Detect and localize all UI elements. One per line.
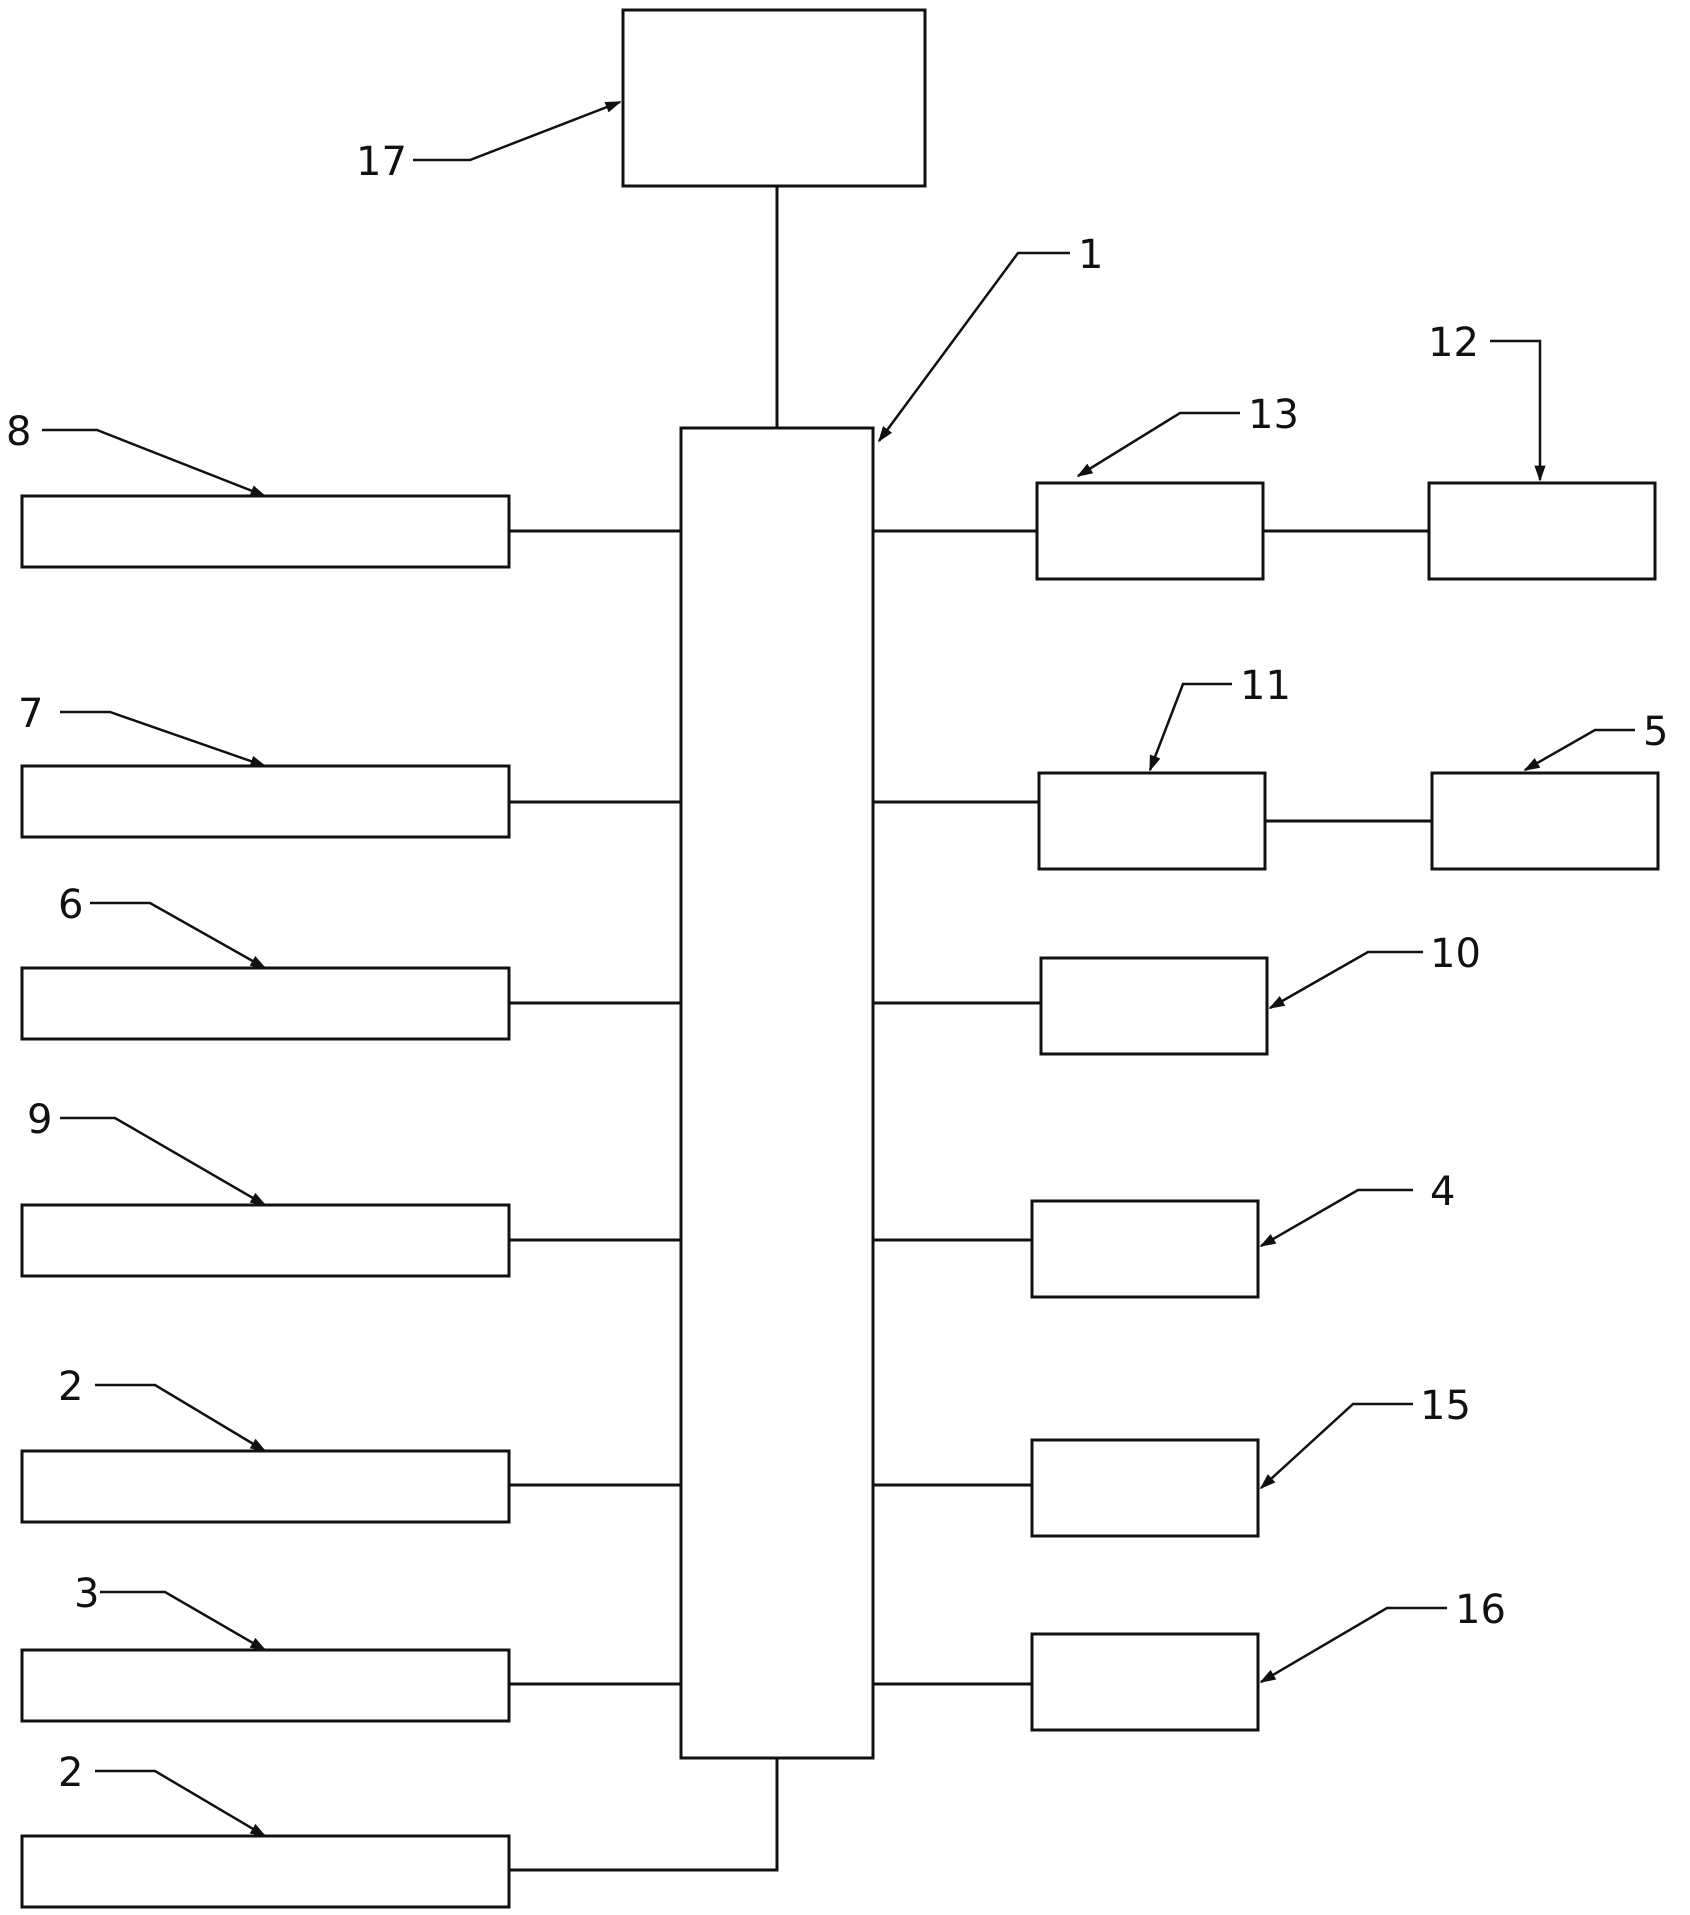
leader-3 <box>100 1590 267 1652</box>
leader-10 <box>1268 950 1423 1010</box>
leader-16 <box>1259 1606 1447 1684</box>
label-7: 7 <box>18 691 43 737</box>
box-13 <box>1035 481 1265 581</box>
leader-6 <box>90 901 267 970</box>
label-3: 3 <box>74 1571 99 1617</box>
label-10: 10 <box>1430 931 1481 977</box>
box-4 <box>1030 1199 1260 1299</box>
label-16: 16 <box>1455 1587 1506 1633</box>
leader-2-upper <box>95 1383 267 1453</box>
label-12: 12 <box>1428 320 1479 366</box>
leader-11 <box>1148 682 1232 772</box>
leader-1 <box>877 251 1070 443</box>
label-13: 13 <box>1248 392 1299 438</box>
leader-7 <box>60 710 267 768</box>
leader-9 <box>60 1116 267 1207</box>
wire-2-lower-to-1 <box>509 1758 779 1872</box>
label-1: 1 <box>1078 232 1103 278</box>
box-8 <box>20 494 511 569</box>
label-9: 9 <box>27 1097 52 1143</box>
box-9 <box>20 1203 511 1278</box>
leader-17 <box>413 100 622 162</box>
label-15: 15 <box>1420 1383 1471 1429</box>
box-10 <box>1039 956 1269 1056</box>
leader-4 <box>1259 1188 1413 1248</box>
label-17: 17 <box>356 139 407 185</box>
leader-12 <box>1490 339 1546 482</box>
label-5: 5 <box>1643 709 1668 755</box>
label-8: 8 <box>6 409 31 455</box>
box-2-upper <box>20 1449 511 1524</box>
box-16 <box>1030 1632 1260 1732</box>
label-6: 6 <box>58 882 83 928</box>
box-1-central-unit <box>679 426 875 1760</box>
label-2-lower: 2 <box>58 1750 83 1796</box>
box-17 <box>621 8 927 188</box>
leader-13 <box>1076 411 1240 478</box>
leader-15 <box>1259 1402 1413 1490</box>
label-4: 4 <box>1430 1169 1455 1215</box>
box-6 <box>20 966 511 1041</box>
box-7 <box>20 764 511 839</box>
box-2-lower <box>20 1834 511 1909</box>
leader-8 <box>42 428 267 498</box>
leader-2-lower <box>95 1769 267 1838</box>
label-2-upper: 2 <box>58 1364 83 1410</box>
label-11: 11 <box>1240 663 1291 709</box>
box-11 <box>1037 771 1267 871</box>
box-5 <box>1430 771 1660 871</box>
box-15 <box>1030 1438 1260 1538</box>
leader-5 <box>1523 728 1635 772</box>
box-12 <box>1427 481 1657 581</box>
box-3 <box>20 1648 511 1723</box>
